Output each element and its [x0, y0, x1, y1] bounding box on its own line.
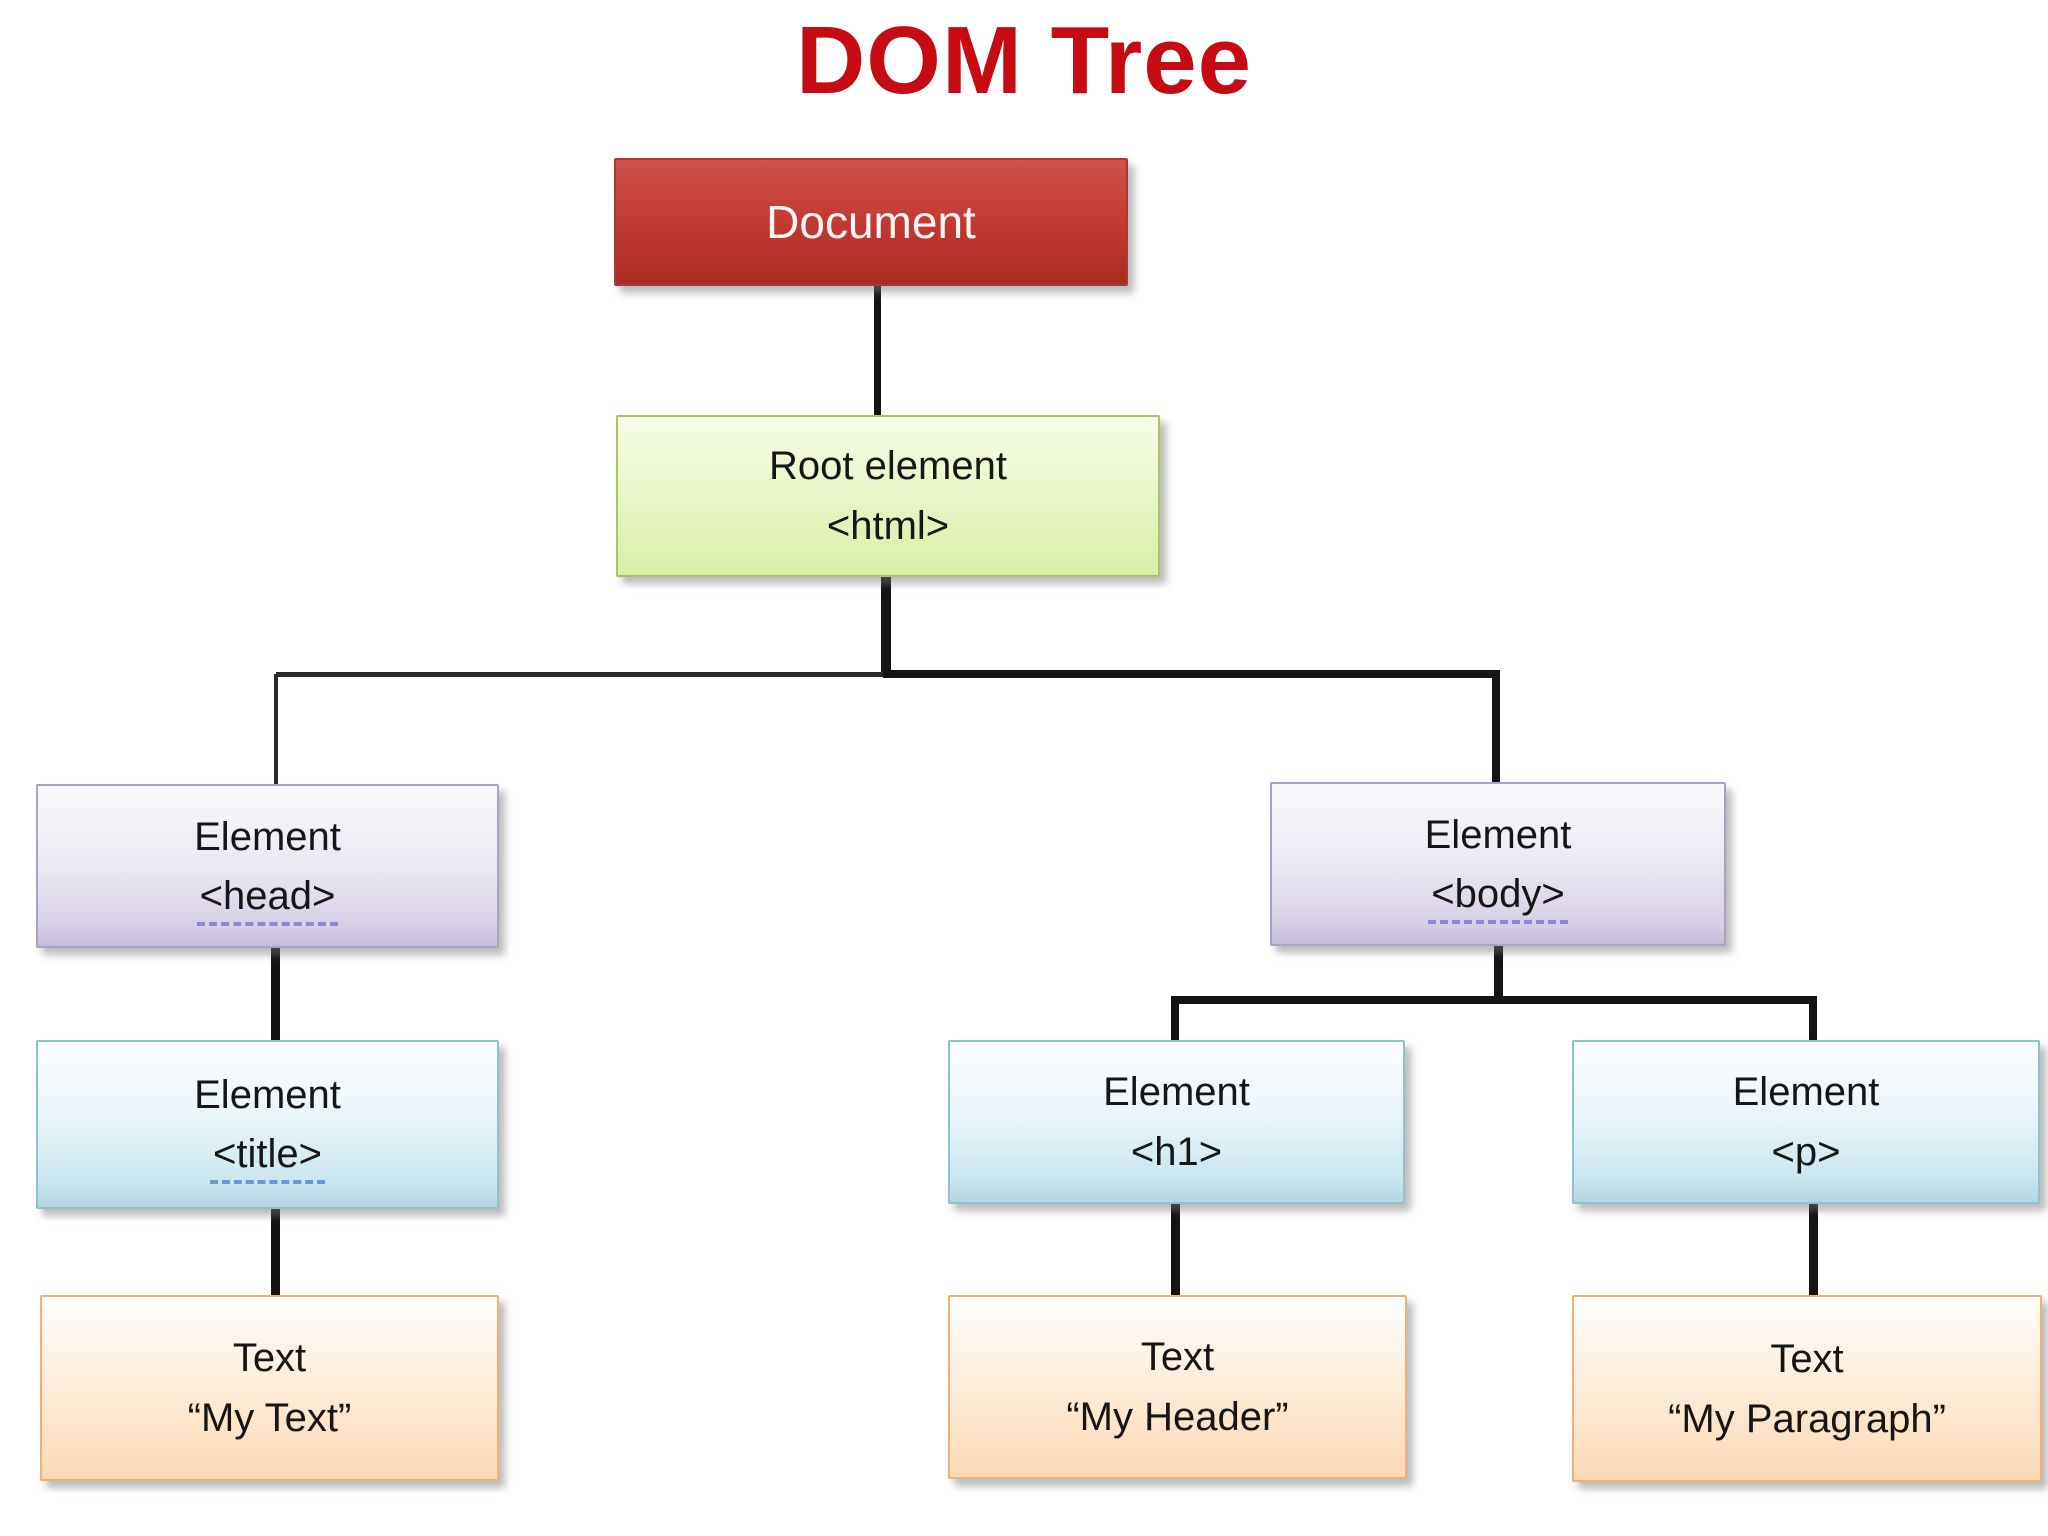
node-p-line1: Element — [1732, 1070, 1880, 1114]
connector-document-to-html — [874, 280, 881, 417]
node-root-tag: <html> — [826, 504, 950, 548]
node-h1-tag: <h1> — [1130, 1130, 1223, 1174]
connector-drop-to-h1 — [1171, 996, 1179, 1043]
node-text-my-text: Text “My Text” — [40, 1295, 499, 1481]
node-text-my-paragraph: Text “My Paragraph” — [1572, 1295, 2042, 1482]
node-p-tag: <p> — [1771, 1130, 1841, 1174]
node-text-my-header: Text “My Header” — [948, 1295, 1407, 1479]
connector-body-trunk — [1494, 938, 1503, 1000]
node-head-line1: Element — [194, 814, 341, 859]
node-text-p-value: “My Paragraph” — [1668, 1396, 1946, 1441]
connector-drop-to-p — [1809, 996, 1817, 1043]
node-root-line1: Root element — [769, 444, 1007, 488]
node-title-tag: <title> — [210, 1131, 325, 1184]
connector-drop-to-body — [1492, 670, 1500, 784]
connector-head-to-title — [271, 940, 280, 1043]
node-h1-line1: Element — [1103, 1070, 1250, 1114]
node-text-h1-line1: Text — [1140, 1335, 1215, 1379]
node-document-label: Document — [766, 195, 976, 248]
node-title-line1: Element — [194, 1073, 341, 1117]
node-text-p-line1: Text — [1770, 1336, 1844, 1381]
node-element-head: Element <head> — [36, 784, 499, 948]
connector-p-to-text — [1809, 1198, 1818, 1298]
node-body-line1: Element — [1424, 812, 1572, 857]
connector-html-branch-left — [276, 672, 883, 677]
node-head-tag: <head> — [196, 873, 339, 926]
node-text-title-value: “My Text” — [187, 1396, 352, 1440]
node-text-h1-value: “My Header” — [1066, 1395, 1289, 1439]
node-body-tag: <body> — [1428, 871, 1568, 924]
connector-h1-to-text — [1171, 1198, 1180, 1298]
connector-html-trunk — [881, 571, 891, 675]
node-text-title-line1: Text — [232, 1336, 307, 1380]
node-element-body: Element <body> — [1270, 782, 1726, 946]
node-root-element-html: Root element <html> — [616, 415, 1160, 577]
connector-body-branch — [1175, 996, 1817, 1004]
connector-html-branch-right — [883, 670, 1496, 678]
diagram-title: DOM Tree — [795, 7, 1253, 114]
node-element-p: Element <p> — [1572, 1040, 2040, 1204]
node-document: Document — [614, 158, 1128, 286]
connector-drop-to-head — [274, 674, 278, 786]
connector-title-to-text — [271, 1202, 280, 1298]
node-element-h1: Element <h1> — [948, 1040, 1405, 1204]
node-element-title: Element <title> — [36, 1040, 499, 1209]
